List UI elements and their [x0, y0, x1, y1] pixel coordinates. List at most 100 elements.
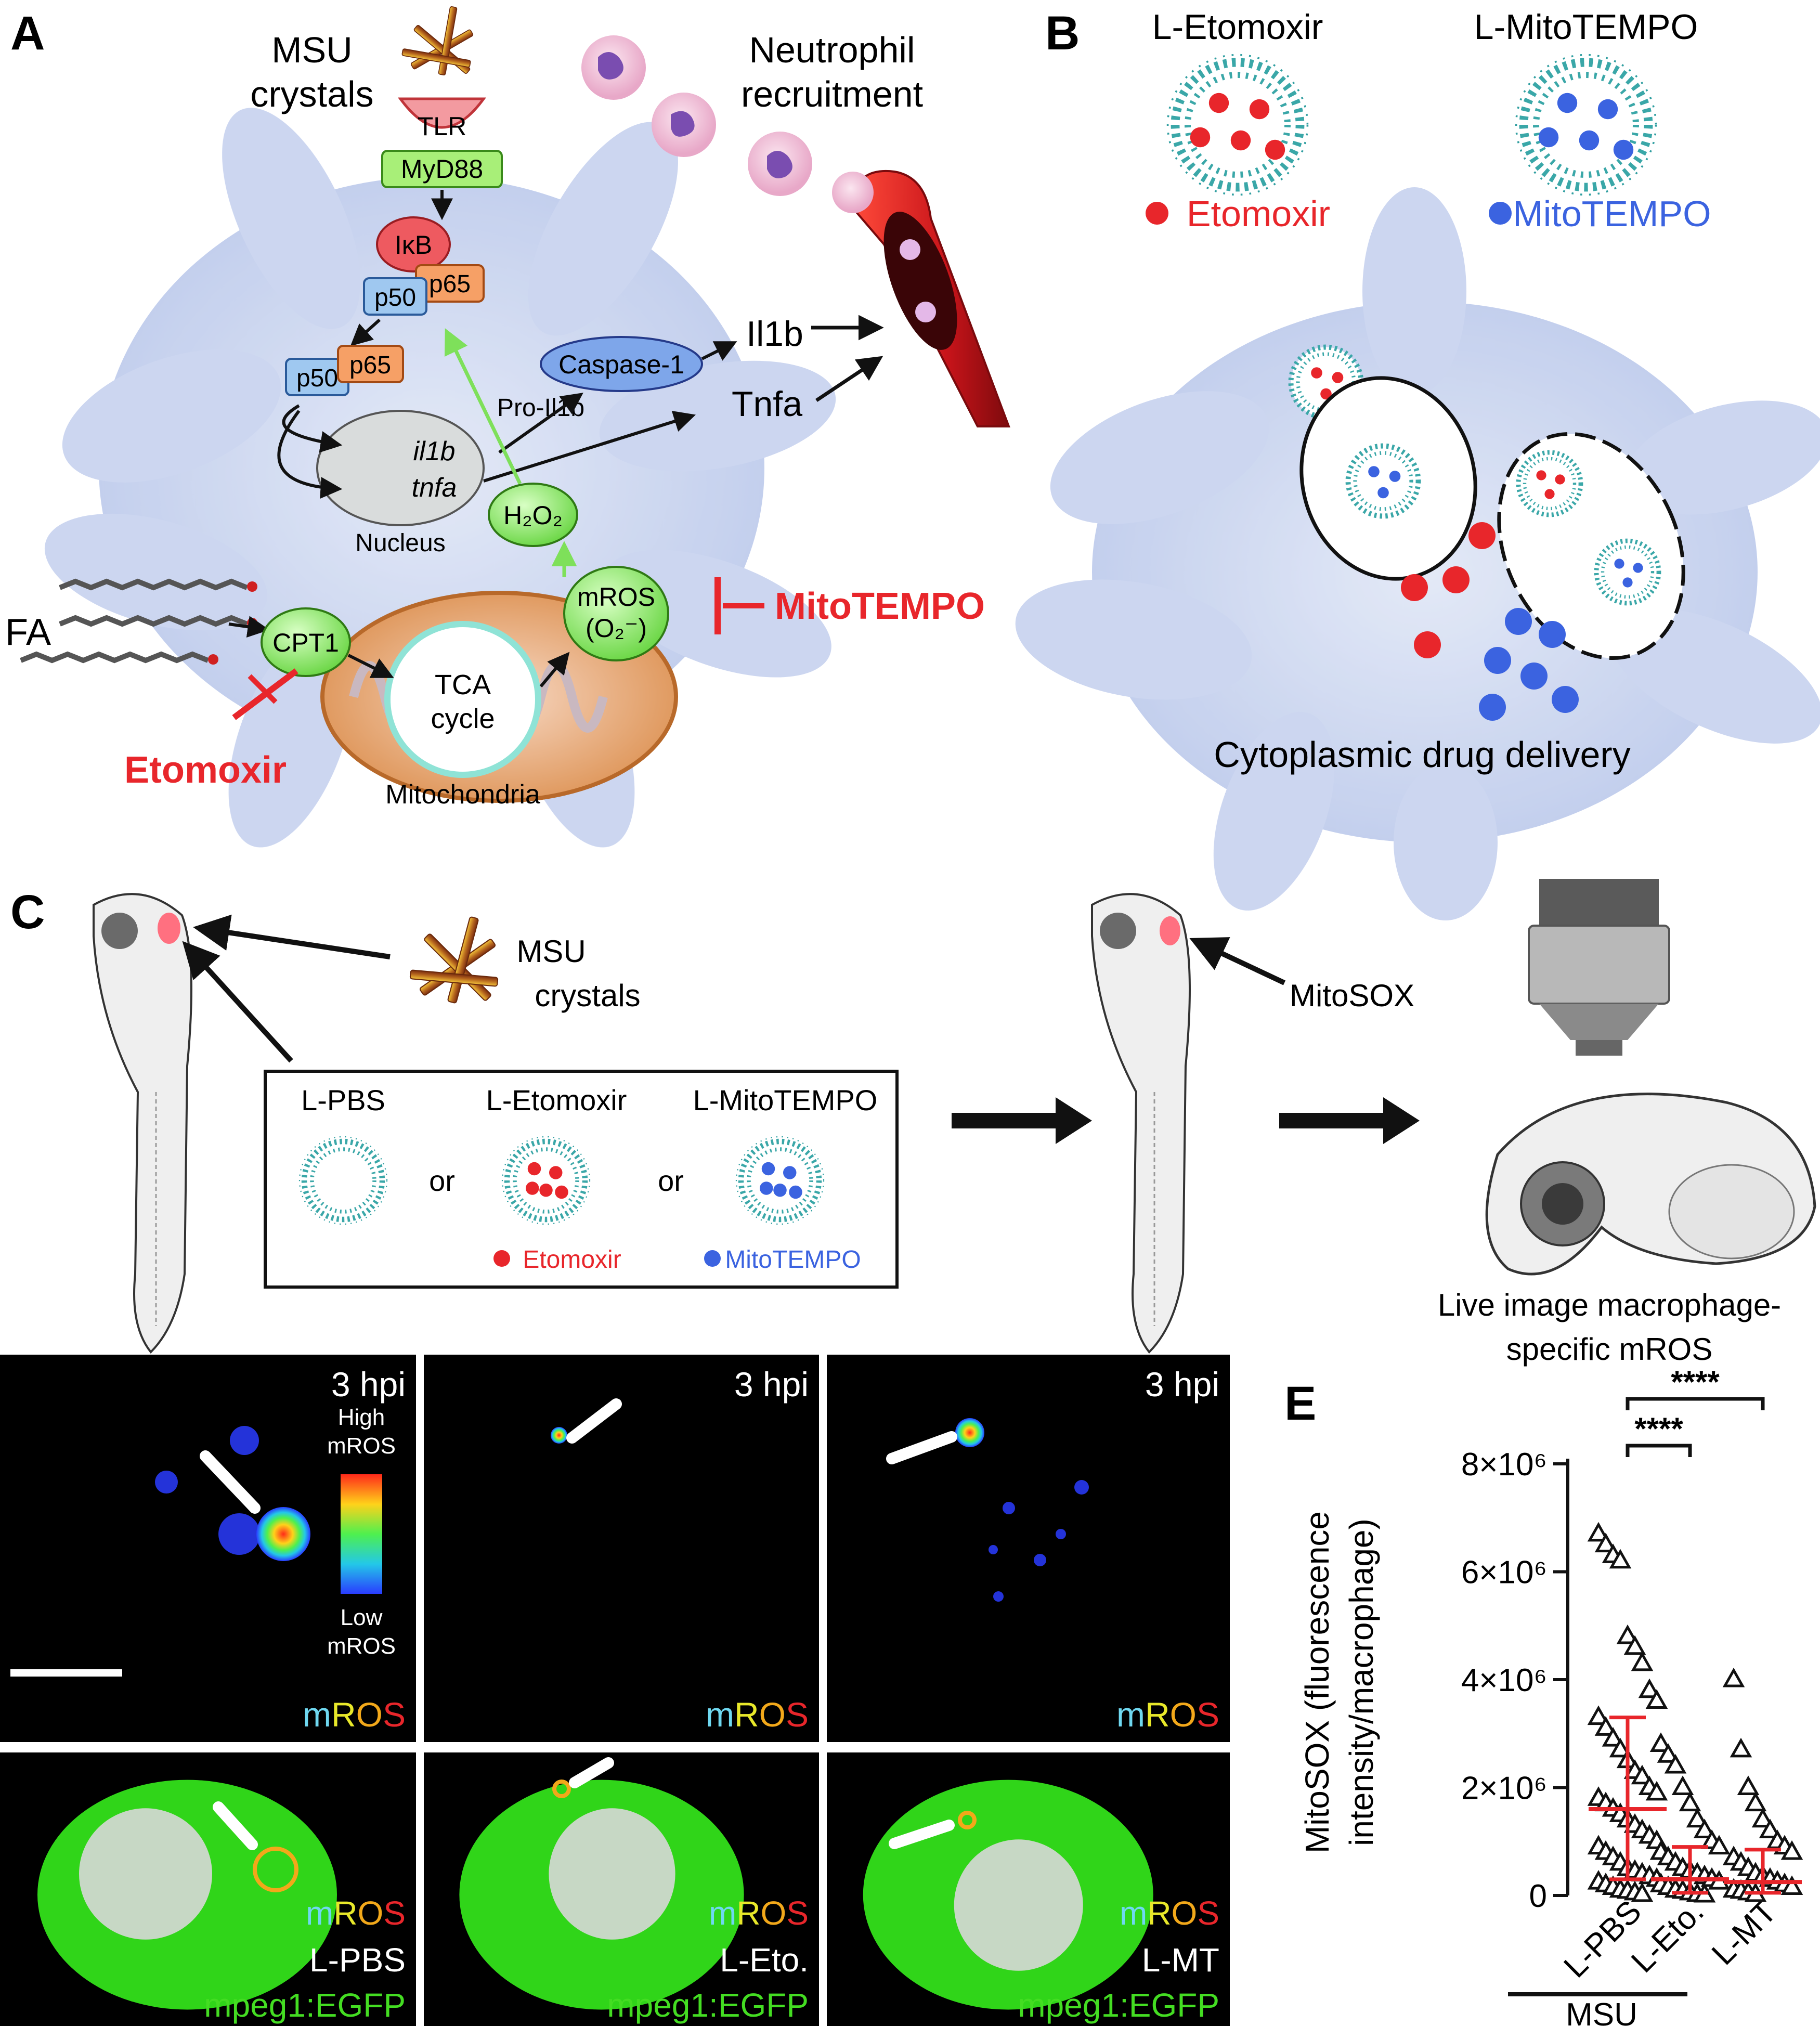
data-point — [1780, 1875, 1803, 1895]
mros-signal-blob — [1074, 1480, 1089, 1495]
mitotempo-label-c: MitoTEMPO — [725, 1246, 861, 1274]
data-point — [1744, 1791, 1767, 1812]
significance-label: **** — [1634, 1411, 1683, 1446]
msu-label-line2: crystals — [250, 74, 373, 114]
data-point — [1609, 1549, 1632, 1569]
data-point — [1679, 1791, 1701, 1812]
msu-crystal-icon — [401, 6, 474, 76]
mros-hotspot — [253, 1847, 298, 1892]
series-L-PBS — [1587, 1522, 1668, 1902]
data-point — [1722, 1667, 1745, 1687]
data-point — [1645, 1689, 1668, 1709]
data-point — [1708, 1835, 1731, 1855]
il1b-protein-label: Il1b — [746, 314, 803, 354]
significance-bracket — [1626, 1397, 1765, 1410]
time-label: 3 hpi — [331, 1365, 406, 1404]
ikb-node — [376, 216, 451, 272]
p50-label: p50 — [296, 365, 338, 392]
msu-label-c-line1: MSU — [516, 934, 586, 969]
mros-image-tile — [424, 1355, 819, 1742]
panel-label-b: B — [1045, 7, 1080, 60]
x-tick-label: L-MT — [1705, 1893, 1784, 1972]
or-label-2: or — [658, 1164, 684, 1197]
reporter-label: mpeg1:EGFP — [204, 1986, 406, 2024]
msu-crystal-reflectance — [549, 1808, 675, 1940]
series-L-Eto. — [1649, 1732, 1731, 1903]
ikb-label: IκB — [395, 230, 432, 259]
mros-signal-blob — [989, 1545, 998, 1554]
reporter-label: mpeg1:EGFP — [1018, 1986, 1219, 2024]
scale-low-line1: Low — [341, 1605, 383, 1630]
data-point — [1759, 1819, 1782, 1838]
data-point — [1631, 1651, 1654, 1671]
flow-arrow-2 — [1279, 1097, 1420, 1144]
white-arrow-icon — [200, 1450, 261, 1514]
flow-arrow-1 — [952, 1097, 1092, 1144]
mros-image-tile — [827, 1355, 1230, 1742]
white-arrow-icon — [213, 1801, 258, 1850]
zebrafish-larva-icon — [93, 893, 192, 1354]
mros-signal-blob — [993, 1591, 1004, 1602]
or-label-1: or — [429, 1164, 455, 1197]
msu-label-line1: MSU — [271, 30, 353, 70]
liposome-icon — [1516, 55, 1656, 195]
panel-label-e: E — [1284, 1377, 1316, 1430]
significance-bracket — [1626, 1444, 1692, 1457]
mros-signal-blob — [1034, 1554, 1046, 1566]
data-point — [1645, 1781, 1668, 1801]
mitochondria-label: Mitochondria — [385, 780, 540, 810]
p65-label-top: p65 — [429, 270, 471, 298]
h2o2-label: H₂O₂ — [503, 501, 563, 530]
panel-label-c: C — [10, 886, 45, 939]
data-point — [1780, 1840, 1803, 1860]
tca-label-line2: cycle — [431, 703, 495, 734]
cpt1-node — [261, 607, 351, 677]
white-arrow-icon — [886, 1431, 957, 1464]
data-point — [1657, 1743, 1680, 1763]
mros-label-line1: mROS — [577, 582, 655, 612]
data-point — [1649, 1732, 1672, 1752]
y-tick-label: 8×10⁶ — [1461, 1447, 1547, 1483]
mros-signal-blob — [155, 1471, 178, 1493]
data-point — [1737, 1775, 1760, 1795]
data-point — [1623, 1635, 1646, 1655]
data-point — [1693, 1819, 1716, 1838]
mros-legend: mROS — [706, 1695, 809, 1734]
caspase-node — [540, 336, 703, 392]
group-label: MSU — [1566, 1997, 1637, 2026]
reporter-label: mpeg1:EGFP — [607, 1986, 809, 2024]
panel-label-a: A — [10, 7, 45, 60]
myd88-box — [381, 150, 503, 188]
neutrophil-icon — [581, 35, 812, 196]
mros-label-line2: (O₂⁻) — [586, 614, 647, 643]
tlr-label: TLR — [418, 112, 466, 141]
scale-low-line2: mROS — [327, 1633, 396, 1659]
mros-hotspot — [955, 1418, 984, 1447]
fa-label: FA — [5, 612, 51, 653]
cpt1-label: CPT1 — [272, 628, 339, 657]
mros-legend: mROS — [303, 1695, 406, 1734]
data-point — [1587, 1705, 1610, 1725]
liposome-icon — [1291, 347, 1361, 418]
mitotempo-label-a: MitoTEMPO — [775, 586, 985, 627]
microscope-objective-icon — [1528, 879, 1670, 1056]
panel-a: A MSU crystals TLR MyD88 — [5, 6, 1010, 848]
x-tick-label: L-PBS — [1557, 1893, 1648, 1985]
mros-hotspot — [552, 1780, 571, 1798]
data-point — [1664, 1754, 1687, 1774]
data-point — [1671, 1775, 1694, 1795]
etomoxir-label-a: Etomoxir — [124, 749, 287, 791]
data-point — [1616, 1624, 1639, 1644]
liposome-icon — [502, 1137, 590, 1224]
neutrophil-label-line1: Neutrophil — [749, 30, 915, 70]
condition-label: L-MT — [1142, 1941, 1219, 1979]
mros-signal-blob — [1003, 1502, 1015, 1514]
data-point — [1638, 1678, 1661, 1698]
data-point — [1594, 1533, 1617, 1553]
live-image-label-line2: specific mROS — [1506, 1332, 1713, 1367]
mros-hotspot — [256, 1507, 310, 1561]
data-point — [1686, 1808, 1709, 1828]
neutrophil-label-line2: recruitment — [741, 74, 923, 114]
mros-signal-blob — [218, 1513, 260, 1555]
